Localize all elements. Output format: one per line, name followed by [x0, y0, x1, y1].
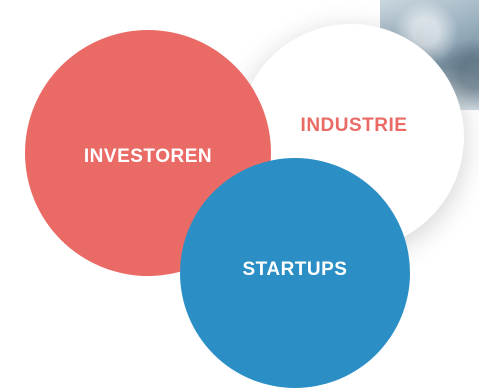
circle-label-industrie: INDUSTRIE — [300, 115, 408, 136]
circle-startups: STARTUPS — [180, 158, 410, 388]
circle-label-startups: STARTUPS — [242, 259, 348, 280]
circle-label-investoren: INVESTOREN — [83, 146, 213, 167]
